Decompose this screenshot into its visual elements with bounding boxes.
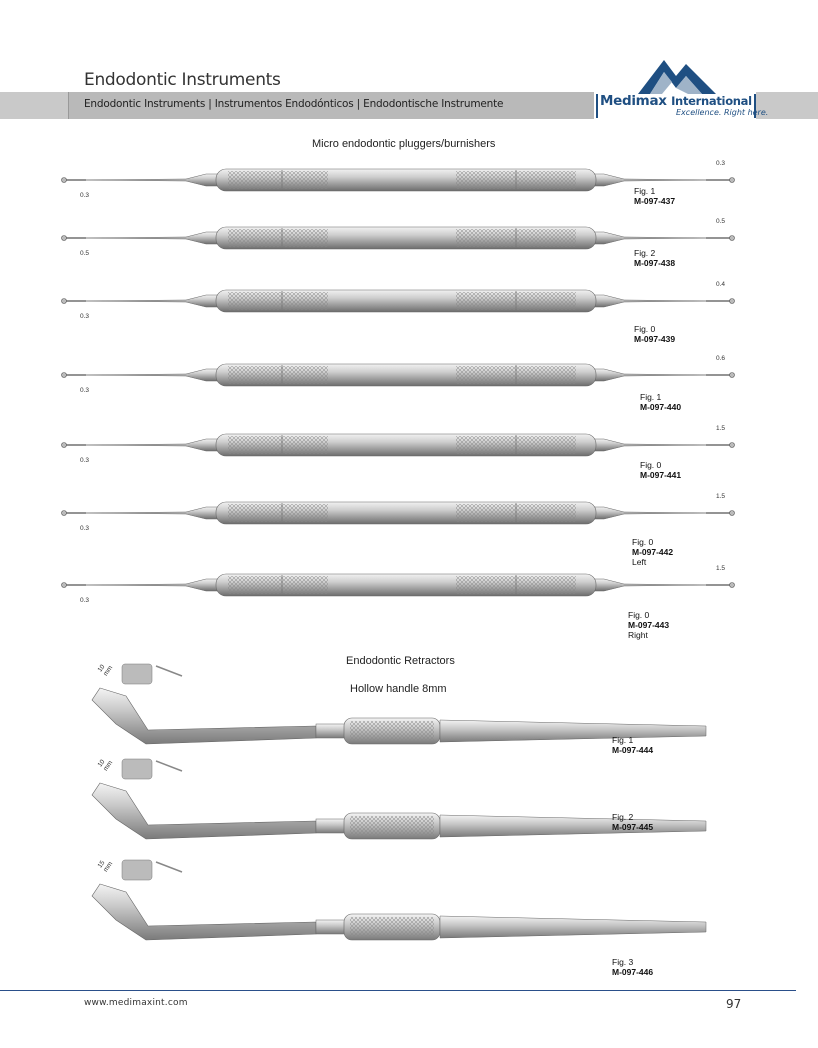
plugger-label: Fig. 1 M-097-440 <box>640 392 681 412</box>
plugger-code: M-097-440 <box>640 402 682 412</box>
plugger-label: Fig. 0 M-097-443 Right <box>628 610 669 640</box>
retractor-code: M-097-446 <box>612 967 654 977</box>
logo-separator-right <box>754 94 756 118</box>
plugger-code: M-097-443 <box>628 620 670 630</box>
plugger-label: Fig. 1 M-097-437 <box>634 186 675 206</box>
retractors-section-subtitle: Hollow handle 8mm <box>350 683 447 695</box>
footer-divider <box>0 990 796 991</box>
plugger-fig: Fig. 0 <box>634 324 656 334</box>
plugger-measure-left: 0.3 <box>80 387 90 394</box>
plugger-row: 0.3 0.6 <box>56 350 746 420</box>
plugger-measure-right: 1.5 <box>716 565 726 572</box>
retractor-instrument-image <box>91 663 707 745</box>
retractor-instrument-image <box>91 758 707 840</box>
page-title: Endodontic Instruments <box>84 70 281 90</box>
plugger-instrument-image <box>61 168 735 192</box>
plugger-instrument-image <box>61 573 735 597</box>
plugger-measure-left: 0.3 <box>80 597 90 604</box>
retractor-fig: Fig. 1 <box>612 735 634 745</box>
plugger-measure-right: 0.6 <box>716 355 726 362</box>
retractor-fig: Fig. 3 <box>612 957 634 967</box>
plugger-measure-right: 0.3 <box>716 160 726 167</box>
plugger-measure-right: 1.5 <box>716 425 726 432</box>
retractor-label: Fig. 3 M-097-446 <box>612 957 653 977</box>
plugger-label: Fig. 0 M-097-439 <box>634 324 675 344</box>
plugger-code: M-097-437 <box>634 196 676 206</box>
plugger-code: M-097-442 <box>632 547 674 557</box>
plugger-instrument-image <box>61 289 735 313</box>
plugger-fig: Fig. 1 <box>634 186 656 196</box>
plugger-label: Fig. 2 M-097-438 <box>634 248 675 268</box>
plugger-row: 0.5 0.5 <box>56 213 746 283</box>
logo-name-suffix: International <box>671 94 752 108</box>
plugger-fig: Fig. 1 <box>640 392 662 402</box>
plugger-measure-right: 0.4 <box>716 281 726 288</box>
plugger-row: 0.3 1.5 <box>56 560 746 630</box>
plugger-code: M-097-441 <box>640 470 682 480</box>
retractor-code: M-097-444 <box>612 745 654 755</box>
plugger-instrument-image <box>61 501 735 525</box>
plugger-measure-left: 0.5 <box>80 250 90 257</box>
plugger-instrument-image <box>61 363 735 387</box>
retractor-fig: Fig. 2 <box>612 812 634 822</box>
page-number: 97 <box>726 997 742 1011</box>
logo-name: Medimax International <box>600 93 752 109</box>
plugger-instrument-image <box>61 226 735 250</box>
plugger-measure-left: 0.3 <box>80 192 90 199</box>
plugger-fig: Fig. 0 <box>628 610 650 620</box>
plugger-measure-left: 0.3 <box>80 525 90 532</box>
plugger-measure-left: 0.3 <box>80 457 90 464</box>
logo-separator-left <box>596 94 598 118</box>
logo-mountain-icon <box>638 60 716 94</box>
page-subtitle: Endodontic Instruments | Instrumentos En… <box>84 98 504 110</box>
plugger-fig: Fig. 0 <box>632 537 654 547</box>
plugger-row: 0.3 0.4 <box>56 276 746 346</box>
retractor-label: Fig. 2 M-097-445 <box>612 812 653 832</box>
plugger-measure-left: 0.3 <box>80 313 90 320</box>
retractors-section-title: Endodontic Retractors <box>346 655 455 667</box>
plugger-measure-right: 1.5 <box>716 493 726 500</box>
plugger-fig: Fig. 0 <box>640 460 662 470</box>
plugger-label: Fig. 0 M-097-441 <box>640 460 681 480</box>
plugger-row: 0.3 1.5 <box>56 488 746 558</box>
plugger-label: Fig. 0 M-097-442 Left <box>632 537 673 567</box>
plugger-instrument-image <box>61 433 735 457</box>
plugger-side: Right <box>628 630 648 640</box>
logo-box <box>594 92 756 119</box>
plugger-measure-right: 0.5 <box>716 218 726 225</box>
plugger-fig: Fig. 2 <box>634 248 656 258</box>
logo-tagline: Excellence. Right here. <box>676 108 769 117</box>
footer-url: www.medimaxint.com <box>84 998 188 1008</box>
plugger-code: M-097-439 <box>634 334 676 344</box>
retractor-label: Fig. 1 M-097-444 <box>612 735 653 755</box>
plugger-row: 0.3 0.3 <box>56 155 746 225</box>
logo-name-main: Medimax <box>600 93 667 109</box>
banner-inner <box>68 92 595 119</box>
retractor-code: M-097-445 <box>612 822 654 832</box>
plugger-code: M-097-438 <box>634 258 676 268</box>
plugger-side: Left <box>632 557 647 567</box>
plugger-row: 0.3 1.5 <box>56 420 746 490</box>
pluggers-section-title: Micro endodontic pluggers/burnishers <box>312 138 496 150</box>
retractor-instrument-image <box>91 859 707 941</box>
